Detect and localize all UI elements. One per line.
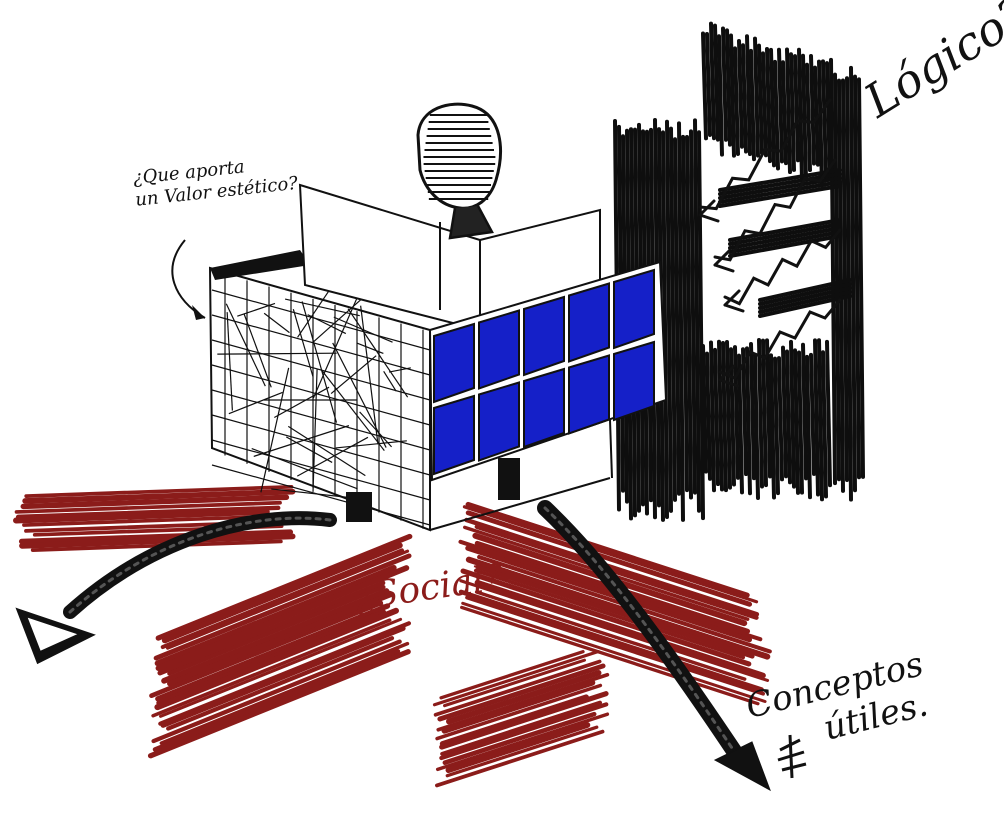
glass-panel xyxy=(614,342,654,420)
glass-panel xyxy=(569,356,609,434)
human-head-figure xyxy=(418,104,500,238)
glass-panel xyxy=(434,324,474,402)
glass-panel xyxy=(524,369,564,447)
glass-panel xyxy=(479,383,519,461)
aesthetic-pointer-arrowhead xyxy=(192,305,205,320)
aesthetic-pointer-arrow xyxy=(172,240,205,318)
glass-panel xyxy=(479,311,519,389)
glass-panel xyxy=(524,297,564,375)
glass-panel xyxy=(569,284,609,362)
glass-panel xyxy=(614,270,654,348)
glass-panel xyxy=(434,396,474,474)
